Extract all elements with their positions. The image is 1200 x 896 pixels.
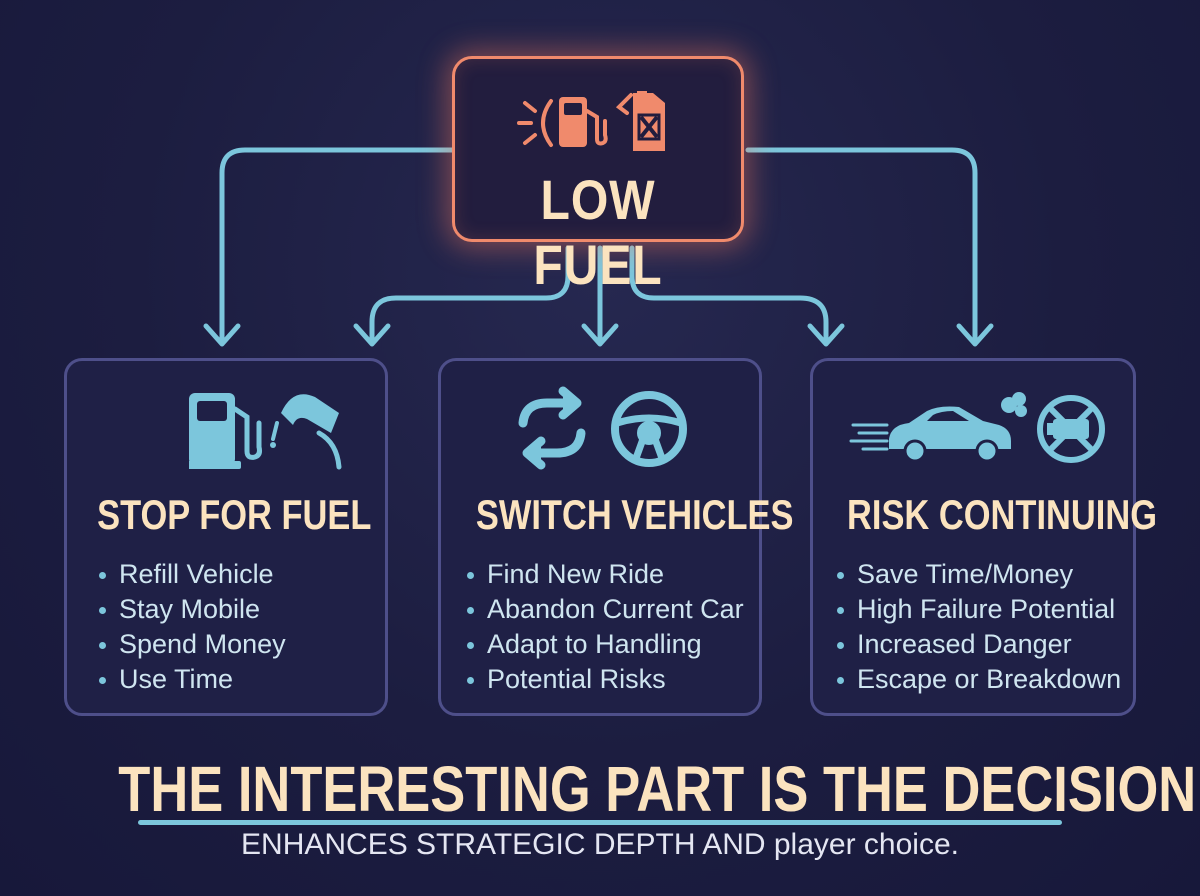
low-fuel-title: LOW FUEL — [533, 168, 663, 296]
card-title: RISK CONTINUING — [847, 491, 1157, 538]
card-title: SWITCH VEHICLES — [475, 491, 794, 538]
arrow-right-inner — [629, 245, 829, 343]
list-item: Find New Ride — [467, 557, 744, 592]
list-item: Adapt to Handling — [467, 627, 744, 662]
fuel-nozzle-icon — [270, 394, 342, 470]
list-item: Use Time — [99, 662, 286, 697]
arrow-left-outer — [219, 147, 455, 343]
speeding-car-smoke-icon — [849, 392, 1027, 463]
fuel-pump-icon — [185, 393, 262, 469]
top-icon-row — [515, 87, 695, 162]
headline-underline — [138, 820, 1062, 825]
card-icon-row — [517, 383, 697, 478]
card-title: STOP FOR FUEL — [97, 491, 372, 538]
swap-arrows-icon — [518, 386, 586, 470]
list-item: Refill Vehicle — [99, 557, 286, 592]
list-item: Abandon Current Car — [467, 592, 744, 627]
card-icon-row — [849, 391, 1109, 476]
list-item: Escape or Breakdown — [837, 662, 1121, 697]
card-bullet-list: Find New Ride Abandon Current Car Adapt … — [467, 557, 744, 697]
card-switch-vehicles: SWITCH VEHICLES Find New Ride Abandon Cu… — [438, 358, 794, 716]
prohibited-engine-icon — [1037, 395, 1105, 463]
card-stop-for-fuel: STOP FOR FUEL Refill Vehicle Stay Mobile… — [64, 358, 388, 716]
low-fuel-box: LOW FUEL — [452, 56, 744, 296]
list-item: Spend Money — [99, 627, 286, 662]
jerry-can-icon — [615, 91, 665, 151]
gas-pump-icon — [559, 97, 608, 147]
fuel-warning-light-icon — [517, 99, 553, 147]
list-item: High Failure Potential — [837, 592, 1121, 627]
list-item: Stay Mobile — [99, 592, 286, 627]
decision-headline: THE INTERESTING PART IS THE DECISION — [118, 753, 1197, 825]
card-bullet-list: Save Time/Money High Failure Potential I… — [837, 557, 1121, 697]
list-item: Increased Danger — [837, 627, 1121, 662]
arrow-right-outer — [745, 147, 978, 343]
list-item: Save Time/Money — [837, 557, 1121, 592]
list-item: Potential Risks — [467, 662, 744, 697]
steering-wheel-icon — [611, 391, 687, 467]
card-icon-row — [185, 383, 359, 478]
subtitle: ENHANCES STRATEGIC DEPTH AND player choi… — [241, 828, 959, 861]
card-bullet-list: Refill Vehicle Stay Mobile Spend Money U… — [99, 557, 286, 697]
card-risk-continuing: RISK CONTINUING Save Time/Money High Fai… — [810, 358, 1157, 716]
arrow-left-inner — [369, 245, 571, 343]
